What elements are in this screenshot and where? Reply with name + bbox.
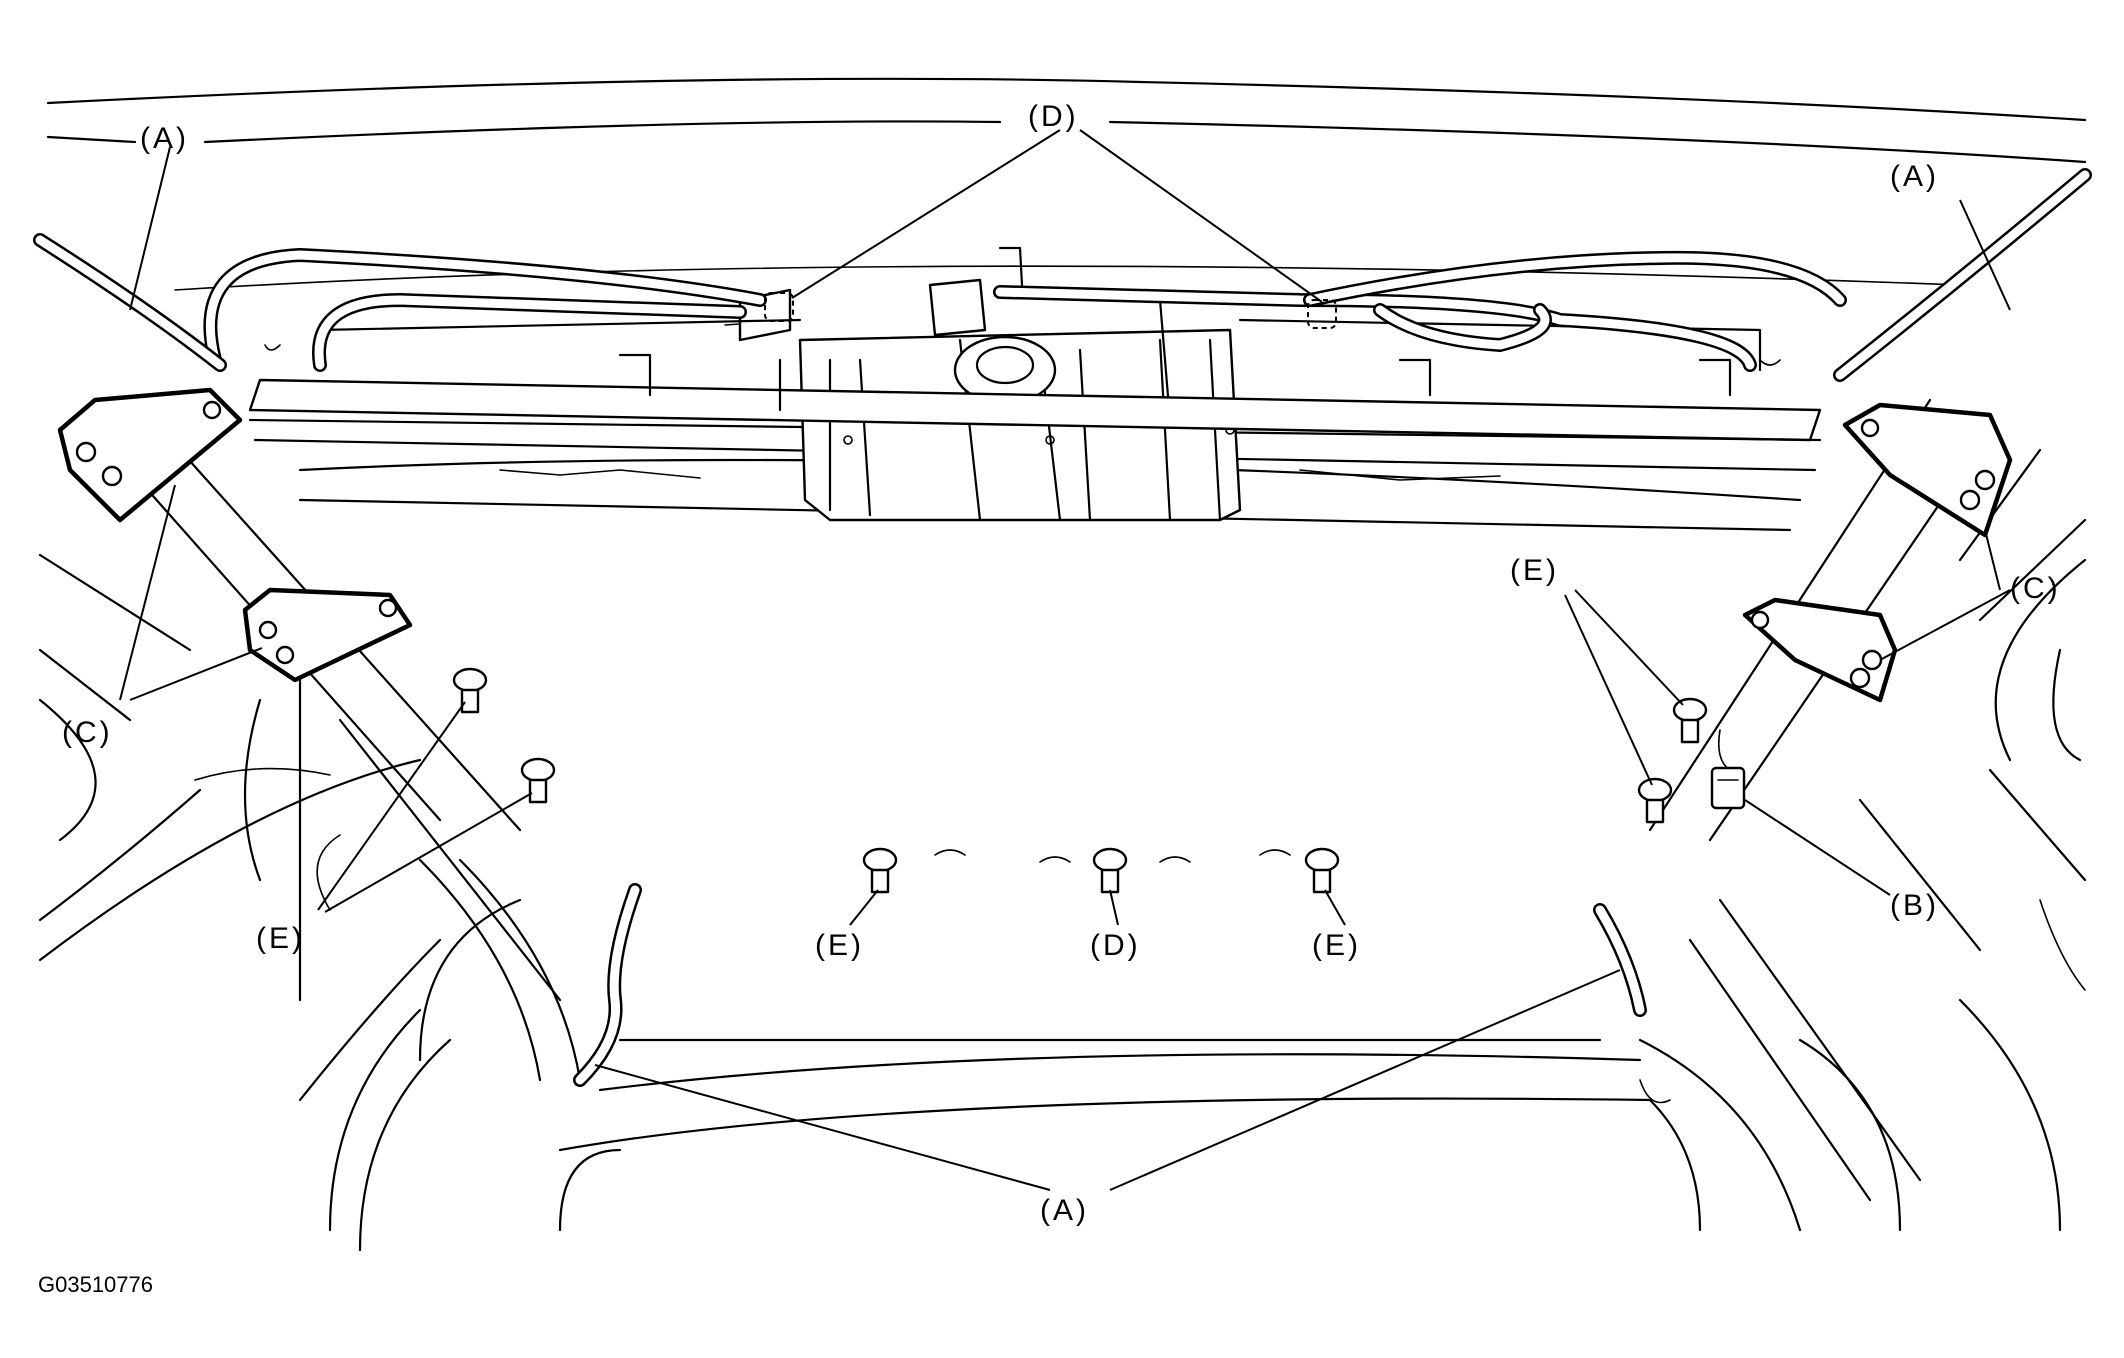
callout-d-top: (D) [1028,100,1079,133]
leader-lines [119,129,2011,1191]
callout-a-top-right: (A) [1890,160,1939,193]
callout-c-right: (C) [2010,572,2061,605]
callout-a-top-left: (A) [140,122,189,155]
clip-d-bottom [1092,847,1128,894]
clip-e-bottom-right [1304,847,1340,894]
callout-c-left: (C) [62,716,113,749]
bracket-mid-right [1742,597,1898,703]
callout-e-bottom-right: (E) [1312,929,1361,962]
callout-d-bottom: (D) [1090,929,1141,962]
callout-e-right: (E) [1510,554,1559,587]
roof-outline [46,77,2087,291]
body-pillars [38,398,2087,1252]
clip-e-left-1 [452,667,488,714]
clip-e-bottom-left [862,847,898,894]
clip-e-left-2 [520,757,556,804]
clip-e-right-1 [1672,697,1708,744]
bracket-mid-left [242,587,413,683]
callout-e-left: (E) [256,922,305,955]
callout-a-bottom: (A) [1040,1194,1089,1227]
callout-b: (B) [1890,889,1939,922]
rail-slots [934,849,1291,863]
clip-e-right-2 [1637,777,1673,824]
clip-d-top-right [1307,299,1337,329]
connector-b [1710,729,1746,810]
callout-e-bottom-left: (E) [815,929,864,962]
motor-unit [724,246,1242,522]
clip-d-top-left [764,292,794,322]
cables [203,247,1847,372]
figure-id: G03510776 [38,1272,153,1297]
bracket-top-left [57,387,243,523]
callout-labels: (A) (D) (A) (E) (C) (C) (E) (E) (D) (E) … [62,100,2061,1227]
drain-hoses [33,168,2092,1087]
bracket-top-right [1842,402,2013,538]
